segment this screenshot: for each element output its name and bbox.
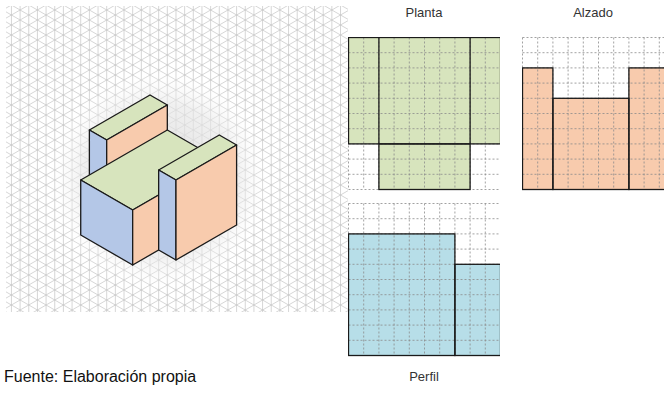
view-outline <box>349 234 455 356</box>
view-grid <box>348 37 500 191</box>
front-face <box>159 170 176 260</box>
side-face <box>176 145 237 260</box>
grid-line <box>523 174 664 175</box>
grid-line <box>6 6 348 66</box>
grid-line <box>323 6 324 312</box>
grid-line <box>349 218 501 219</box>
grid-line <box>363 204 364 356</box>
grid-line <box>6 6 348 62</box>
view-grid <box>348 203 500 357</box>
grid-line <box>37 6 38 312</box>
grid-line <box>439 38 440 190</box>
isometric-grid <box>6 6 348 312</box>
grid-line <box>297 6 298 312</box>
view-outline <box>455 264 500 355</box>
grid-line <box>523 128 664 129</box>
view-title: Planta <box>348 5 500 20</box>
grid-line <box>6 294 348 312</box>
grid-line <box>613 38 614 190</box>
grid-line <box>349 113 501 114</box>
grid-line <box>349 203 501 204</box>
grid-line <box>331 6 332 312</box>
grid-line <box>20 6 21 312</box>
grid-line <box>349 83 501 84</box>
grid-line <box>349 309 501 310</box>
grid-line <box>349 159 501 160</box>
grid-line <box>349 279 501 280</box>
grid-line <box>349 98 501 99</box>
grid-line <box>349 128 501 129</box>
front-face <box>81 180 133 265</box>
view-outline <box>379 144 470 190</box>
grid-line <box>349 325 501 326</box>
view-panel: Planta <box>348 0 500 192</box>
grid-line <box>349 249 501 250</box>
grid-line <box>523 143 664 144</box>
grid-line <box>349 174 501 175</box>
isometric-drawing <box>0 0 352 318</box>
grid-line <box>6 6 348 7</box>
shadow-glow <box>50 70 270 290</box>
view-edge <box>469 38 470 144</box>
grid-line <box>349 294 501 295</box>
grid-line <box>523 113 664 114</box>
view-outline <box>629 68 664 190</box>
grid-line <box>305 6 306 312</box>
grid-line <box>349 67 501 68</box>
grid-line <box>6 304 348 312</box>
view-outline <box>349 38 501 144</box>
grid-line <box>271 6 272 312</box>
grid-line <box>11 6 12 312</box>
grid-line <box>349 340 501 341</box>
grid-line <box>363 38 364 190</box>
grid-line <box>537 38 538 190</box>
view-panel: Alzado <box>522 0 664 192</box>
grid-line <box>378 204 379 356</box>
grid-line <box>523 83 664 84</box>
view-title: Alzado <box>522 5 664 20</box>
view-title: Perfil <box>348 369 500 384</box>
grid-line <box>46 6 47 312</box>
grid-line <box>288 6 289 312</box>
isometric-solid <box>81 95 237 265</box>
grid-line <box>454 38 455 190</box>
grid-line <box>340 6 341 312</box>
grid-line <box>523 52 664 53</box>
view-panel: Perfil <box>348 203 500 391</box>
view-edge <box>378 38 379 144</box>
grid-line <box>439 204 440 356</box>
view-grid <box>522 37 664 191</box>
grid-line <box>28 6 29 312</box>
grid-line <box>523 159 664 160</box>
view-outline <box>553 98 629 189</box>
view-outline <box>523 68 553 190</box>
grid-line <box>349 52 501 53</box>
grid-line <box>314 6 315 312</box>
grid-line <box>523 37 664 38</box>
grid-line <box>279 6 280 312</box>
source-caption: Fuente: Elaboración propia <box>4 368 196 386</box>
